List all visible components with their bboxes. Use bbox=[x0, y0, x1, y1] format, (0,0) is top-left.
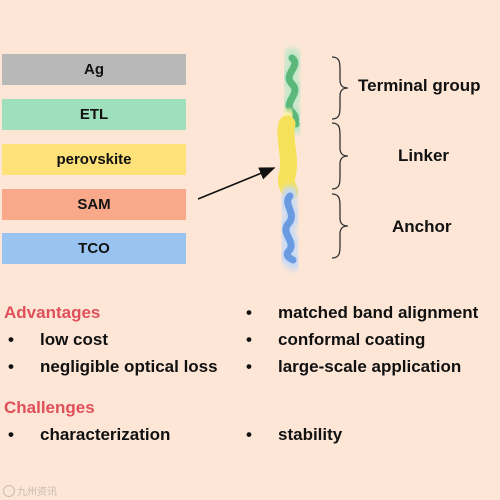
layer-perovskite: perovskite bbox=[2, 144, 186, 175]
advantage-text: matched band alignment bbox=[278, 303, 479, 322]
advantage-text: conformal coating bbox=[278, 330, 426, 349]
layer-sam-label: SAM bbox=[77, 196, 111, 213]
watermark-text: 九州资讯 bbox=[17, 487, 57, 498]
layer-ag: Ag bbox=[2, 54, 186, 85]
terminal-group-brace bbox=[331, 56, 349, 120]
bullet-dot: • bbox=[8, 425, 14, 444]
challenge-text: characterization bbox=[40, 425, 171, 444]
layer-tco: TCO bbox=[2, 233, 186, 264]
linker-brace bbox=[331, 122, 349, 190]
bullet-dot: • bbox=[8, 330, 14, 349]
layer-etl-label: ETL bbox=[79, 106, 109, 123]
linker-shape bbox=[273, 109, 303, 207]
layer-etl: ETL bbox=[2, 99, 186, 130]
bullet-dot: • bbox=[246, 330, 252, 349]
challenge-text: stability bbox=[278, 425, 343, 444]
watermark-logo-icon bbox=[3, 484, 15, 497]
layer-sam: SAM bbox=[2, 189, 186, 220]
bullet-dot: • bbox=[246, 357, 252, 376]
bullet-dot: • bbox=[246, 425, 252, 444]
anchor-label: Anchor bbox=[392, 217, 452, 236]
pointer-arrow bbox=[197, 167, 276, 200]
bullet-dot: • bbox=[246, 303, 252, 322]
challenges-heading: Challenges bbox=[4, 398, 95, 417]
watermark: 九州资讯 bbox=[3, 483, 57, 498]
layer-perovskite-label: perovskite bbox=[56, 151, 132, 168]
linker-label: Linker bbox=[398, 146, 450, 165]
advantage-text: negligible optical loss bbox=[40, 357, 218, 376]
terminal-group-label: Terminal group bbox=[358, 76, 481, 95]
sam-molecule-diagram bbox=[197, 48, 349, 270]
anchor-shape bbox=[278, 186, 302, 270]
anchor-brace bbox=[331, 193, 349, 259]
advantages-heading: Advantages bbox=[4, 303, 101, 322]
layer-tco-label: TCO bbox=[78, 240, 110, 257]
layer-ag-label: Ag bbox=[84, 61, 104, 78]
bullet-dot: • bbox=[8, 357, 14, 376]
advantage-text: low cost bbox=[40, 330, 109, 349]
advantage-text: large-scale application bbox=[278, 357, 462, 376]
